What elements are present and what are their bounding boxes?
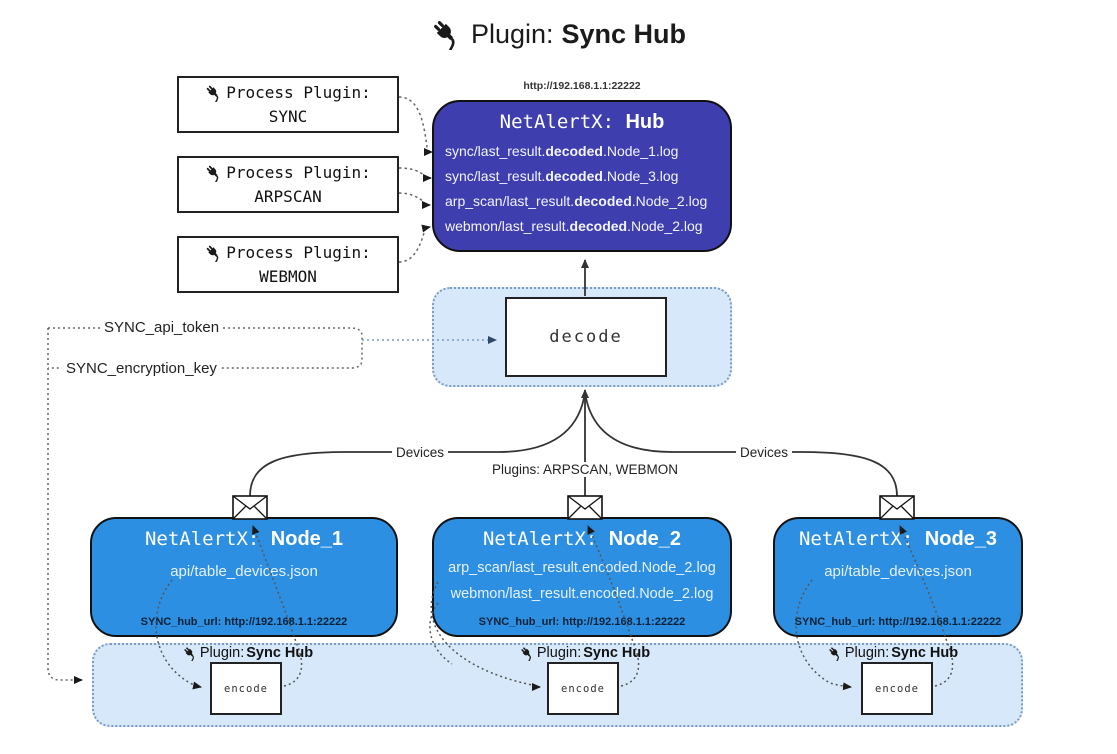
process-plugin-sync: Process Plugin: SYNC [177, 76, 399, 133]
envelope-icon [879, 495, 915, 520]
hub-file-line: webmon/last_result.decoded.Node_2.log [445, 218, 703, 234]
envelope-icon [567, 495, 603, 520]
edge-label-devices-right: Devices [735, 445, 793, 460]
node-2-file: arp_scan/last_result.encoded.Node_2.log [448, 560, 716, 576]
encoder-2-label: Plugin: Sync Hub [520, 645, 650, 661]
plug-icon [205, 164, 223, 182]
hub-title: NetAlertX: Hub [434, 111, 730, 134]
node-1-title: NetAlertX: Node_1 [144, 528, 344, 550]
edge-label-plugins: Plugins: ARPSCAN, WEBMON [487, 462, 683, 477]
node-3-hub-url: SYNC_hub_url: http://192.168.1.1:22222 [794, 616, 1002, 628]
node-1-file: api/table_devices.json [170, 563, 318, 580]
envelope-icon [232, 495, 268, 520]
node-2-title: NetAlertX: Node_2 [482, 528, 682, 550]
page-title: Plugin: Sync Hub [0, 18, 1117, 50]
node-3-file: api/table_devices.json [824, 563, 972, 580]
node-2-file: webmon/last_result.encoded.Node_2.log [450, 586, 714, 602]
plug-icon [183, 646, 198, 661]
hub-url-label: http://192.168.1.1:22222 [523, 80, 641, 92]
edge-secrets-to-encoders [47, 328, 83, 684]
edge-sync-to-hub-1 [398, 96, 433, 156]
sync-encryption-key-label: SYNC_encryption_key [62, 360, 221, 377]
encode-box-1: encode [210, 662, 282, 715]
process-plugin-name: WEBMON [259, 266, 317, 286]
process-plugin-name: SYNC [268, 106, 308, 126]
process-plugin-label: Process Plugin: [226, 162, 371, 182]
hub-box: NetAlertX: Hub sync/last_result.decoded.… [432, 100, 732, 252]
node-3-title: NetAlertX: Node_3 [798, 528, 998, 550]
hub-file-line: arp_scan/last_result.decoded.Node_2.log [445, 193, 708, 209]
node-1-hub-url: SYNC_hub_url: http://192.168.1.1:22222 [140, 616, 348, 628]
plug-icon [205, 244, 223, 262]
process-plugin-name: ARPSCAN [254, 186, 322, 206]
hub-title-prefix: NetAlertX: [499, 111, 626, 133]
plug-icon [205, 84, 223, 102]
encode-box-3: encode [861, 662, 933, 715]
hub-title-name: Hub [625, 111, 665, 133]
encode-box-2: encode [547, 662, 619, 715]
edge-webmon-to-hub [398, 224, 431, 263]
decode-label: decode [549, 327, 623, 347]
plug-icon [520, 646, 535, 661]
decode-box: decode [505, 297, 667, 377]
process-plugin-webmon: Process Plugin: WEBMON [177, 236, 399, 293]
encoder-1-label: Plugin: Sync Hub [183, 645, 313, 661]
node-1-box: NetAlertX: Node_1 api/table_devices.json… [90, 517, 398, 637]
hub-file-list: sync/last_result.decoded.Node_1.log sync… [434, 139, 730, 239]
node-2-box: NetAlertX: Node_2 arp_scan/last_result.e… [432, 517, 732, 637]
title-name: Sync Hub [561, 18, 687, 49]
sync-api-token-label: SYNC_api_token [100, 319, 224, 336]
edge-sync-to-hub-2 [398, 167, 432, 182]
title-prefix: Plugin: [470, 18, 554, 49]
edge-arpscan-to-hub [398, 192, 431, 209]
encoder-3-label: Plugin: Sync Hub [828, 645, 958, 661]
node-3-box: NetAlertX: Node_3 api/table_devices.json… [773, 517, 1023, 637]
edge-label-devices-left: Devices [391, 445, 449, 460]
plug-icon [431, 18, 463, 50]
hub-file-line: sync/last_result.decoded.Node_1.log [445, 143, 679, 159]
node-2-hub-url: SYNC_hub_url: http://192.168.1.1:22222 [478, 616, 686, 628]
process-plugin-label: Process Plugin: [226, 242, 371, 262]
plug-icon [828, 646, 843, 661]
process-plugin-label: Process Plugin: [226, 82, 371, 102]
hub-file-line: sync/last_result.decoded.Node_3.log [445, 168, 679, 184]
process-plugin-arpscan: Process Plugin: ARPSCAN [177, 156, 399, 213]
